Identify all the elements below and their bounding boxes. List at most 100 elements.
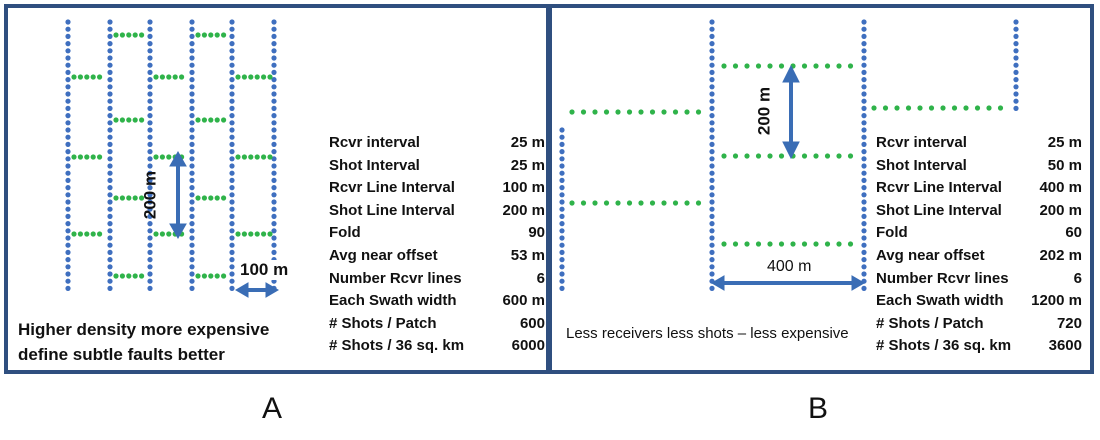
panel-a-parameter-row-value: 25 m <box>510 156 545 174</box>
receiver-point <box>861 33 867 40</box>
shot-point <box>166 231 172 237</box>
receiver-point <box>271 249 277 255</box>
panel-a-caption: A <box>262 392 283 425</box>
receiver-point <box>271 33 277 40</box>
receiver-point <box>559 134 565 140</box>
receiver-point <box>65 120 71 126</box>
receiver-point <box>271 98 277 104</box>
receiver-point <box>147 113 153 119</box>
receiver-point <box>189 62 195 68</box>
receiver-point <box>709 55 715 61</box>
shot-point <box>721 241 727 247</box>
receiver-point <box>229 235 235 241</box>
shot-point <box>847 241 854 247</box>
shot-point <box>90 74 96 80</box>
receiver-point <box>147 62 153 68</box>
receiver-point <box>189 199 195 205</box>
receiver-point <box>65 55 71 61</box>
shot-point <box>84 154 90 160</box>
receiver-point <box>107 177 113 183</box>
shot-point <box>153 154 159 160</box>
receiver-point <box>1013 105 1019 111</box>
shot-point <box>235 231 241 237</box>
receiver-point <box>65 127 71 133</box>
shot-point <box>267 154 273 160</box>
shot-point <box>813 241 819 247</box>
shot-point <box>767 153 773 159</box>
receiver-point <box>107 185 113 191</box>
receiver-point <box>65 163 71 169</box>
shot-point <box>153 74 159 80</box>
shot-point <box>119 117 125 123</box>
receiver-point <box>107 285 113 291</box>
panel-b-parameter-row-value: 3600 <box>1048 337 1082 355</box>
receiver-point <box>861 235 867 241</box>
receiver-point <box>559 206 565 212</box>
shot-point <box>208 273 214 279</box>
receiver-point <box>65 149 71 155</box>
receiver-point <box>559 235 565 241</box>
receiver-point <box>189 163 195 169</box>
receiver-point <box>107 77 113 83</box>
shot-point <box>221 195 227 201</box>
panel-a-parameter-row-value: 100 m <box>502 179 545 197</box>
receiver-point <box>147 26 153 32</box>
shot-point <box>836 63 842 69</box>
receiver-point <box>107 221 113 227</box>
receiver-point <box>107 149 113 155</box>
receiver-point <box>147 170 153 176</box>
receiver-point <box>861 41 867 47</box>
receiver-point <box>271 26 277 32</box>
receiver-point <box>861 264 867 270</box>
panel-a-frame <box>4 4 550 374</box>
shot-point <box>113 195 119 201</box>
panel-a-parameter-row-label: Rcvr Line Interval <box>329 179 455 197</box>
receiver-point <box>861 98 867 104</box>
receiver-point <box>229 264 235 270</box>
receiver-point <box>229 221 235 227</box>
receiver-point <box>229 48 235 54</box>
shot-point <box>905 105 912 111</box>
shot-point <box>208 195 214 201</box>
shot-point <box>778 153 785 159</box>
receiver-point <box>189 235 195 241</box>
receiver-point <box>861 285 867 291</box>
shot-point <box>97 231 103 237</box>
shot-point <box>813 153 819 159</box>
shot-point <box>592 109 598 115</box>
shot-point <box>254 231 260 237</box>
shot-point <box>732 63 739 69</box>
shot-point <box>166 74 172 80</box>
receiver-point <box>107 26 113 32</box>
receiver-point <box>229 177 235 183</box>
receiver-point <box>147 156 153 162</box>
shot-point <box>139 273 145 279</box>
panel-a-parameter-row-label: # Shots / Patch <box>329 314 437 332</box>
panel-b-note: Less receivers less shots – less expensi… <box>566 325 849 342</box>
shot-point <box>755 241 762 247</box>
shot-point <box>661 200 667 206</box>
panel-b-parameter-row-value: 6 <box>1073 269 1082 287</box>
shot-point <box>626 200 633 206</box>
receiver-point <box>229 199 235 205</box>
receiver-point <box>229 141 235 147</box>
receiver-point <box>229 77 235 83</box>
shot-point <box>580 109 587 115</box>
receiver-point <box>559 242 565 248</box>
receiver-point <box>861 26 867 32</box>
panel-a-parameter-row-label: Each Swath width <box>329 292 457 310</box>
receiver-point <box>65 249 71 255</box>
receiver-point <box>107 156 113 162</box>
shot-point <box>208 32 214 38</box>
receiver-point <box>271 156 277 162</box>
receiver-point <box>709 170 715 176</box>
receiver-point <box>1013 91 1019 97</box>
receiver-point <box>65 242 71 248</box>
receiver-point <box>559 221 565 227</box>
panel-a-parameter-row-label: Number Rcvr lines <box>329 269 462 287</box>
receiver-point <box>189 26 195 32</box>
receiver-point <box>271 141 277 147</box>
shot-point <box>836 153 842 159</box>
receiver-point <box>861 242 867 248</box>
receiver-point <box>107 249 113 255</box>
